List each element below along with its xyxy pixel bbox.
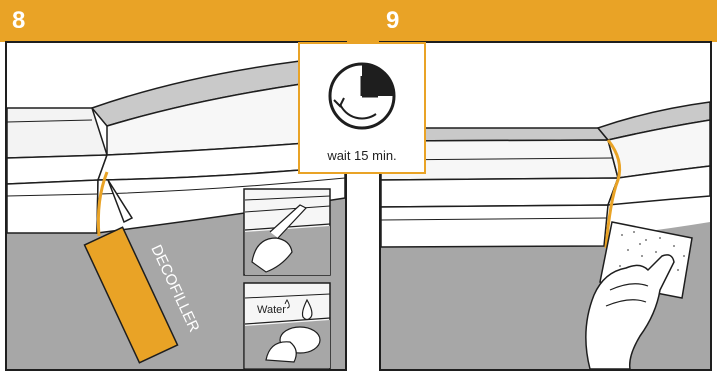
step-number-9: 9 xyxy=(386,7,399,35)
wait-callout: wait 15 min. xyxy=(298,42,426,174)
wait-label: wait 15 min. xyxy=(300,148,424,163)
step-number-8: 8 xyxy=(12,7,25,35)
water-label: Water xyxy=(256,304,287,316)
panel-step-8 xyxy=(6,42,346,370)
panel-step-9 xyxy=(380,42,711,370)
clock-timer-icon xyxy=(300,44,424,144)
inset-apply-filler xyxy=(244,189,330,275)
header-bar xyxy=(0,0,717,42)
inset-wipe-water xyxy=(244,283,330,369)
